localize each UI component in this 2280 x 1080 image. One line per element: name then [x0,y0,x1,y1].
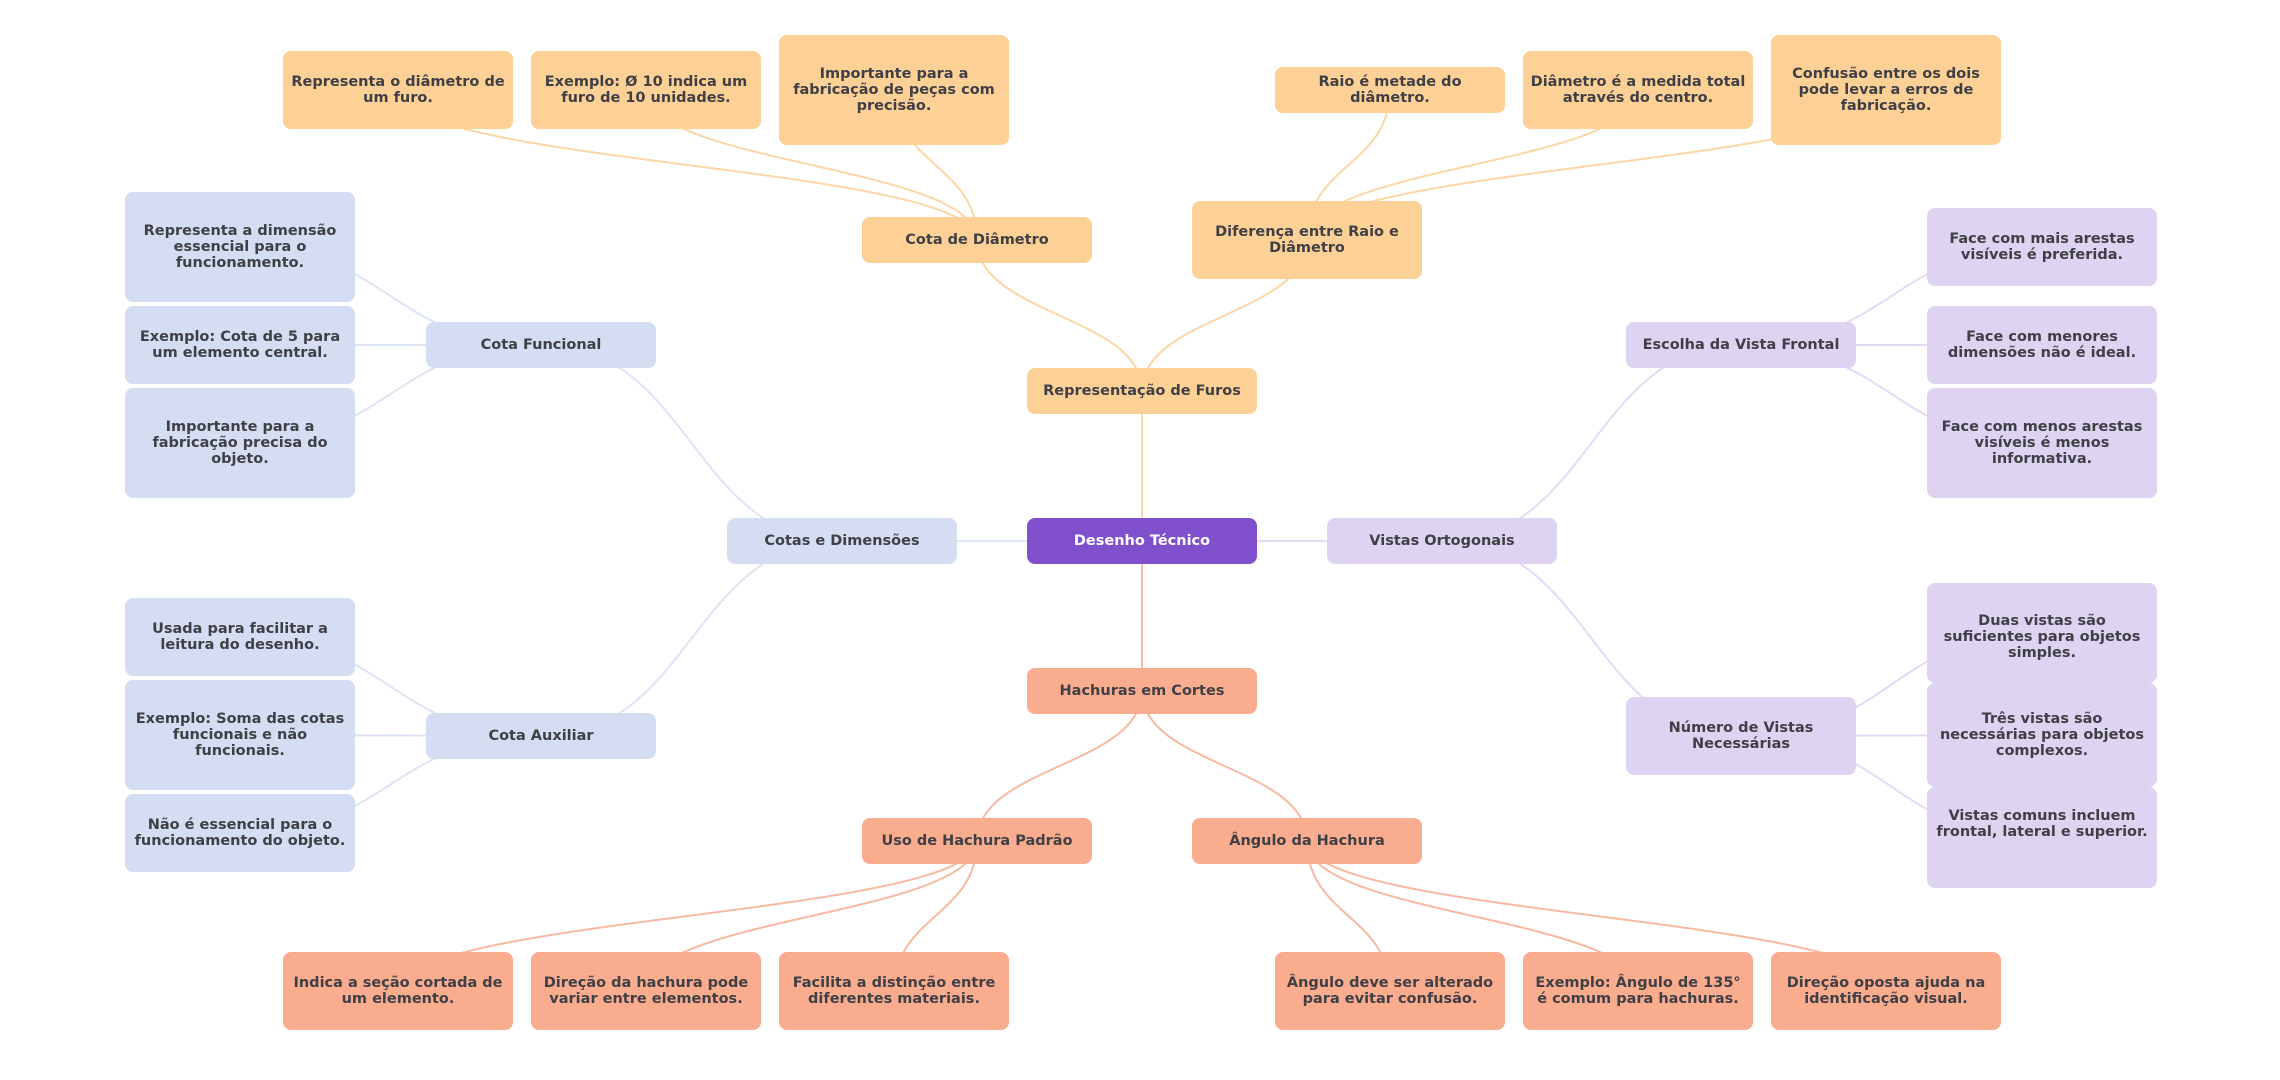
leaf-node[interactable]: Direção da hachura pode variar entre ele… [531,952,761,1030]
leaf-node[interactable]: Vistas comuns incluem frontal, lateral e… [1927,787,2157,888]
leaf-node[interactable]: Usada para facilitar a leitura do desenh… [125,598,355,676]
leaf-node[interactable]: Exemplo: Soma das cotas funcionais e não… [125,680,355,790]
node-angulo-hachura[interactable]: Ângulo da Hachura [1192,818,1422,864]
node-escolha-vista-frontal[interactable]: Escolha da Vista Frontal [1626,322,1856,368]
branch-representacao-furos[interactable]: Representação de Furos [1027,368,1257,414]
root-node[interactable]: Desenho Técnico [1027,518,1257,564]
branch-vistas-ortogonais[interactable]: Vistas Ortogonais [1327,518,1557,564]
leaf-node[interactable]: Facilita a distinção entre diferentes ma… [779,952,1009,1030]
leaf-node[interactable]: Três vistas são necessárias para objetos… [1927,683,2157,787]
leaf-node[interactable]: Exemplo: Cota de 5 para um elemento cent… [125,306,355,384]
connector-cotas-ca [540,540,843,737]
connector-cotas-cf [540,344,843,542]
leaf-node[interactable]: Duas vistas são suficientes para objetos… [1927,583,2157,683]
leaf-node[interactable]: Representa o diâmetro de um furo. [283,51,513,129]
leaf-node[interactable]: Representa a dimensão essencial para o f… [125,192,355,302]
connector-hach-ha [1141,690,1308,842]
leaf-node[interactable]: Ângulo deve ser alterado para evitar con… [1275,952,1505,1030]
connector-hach-hp [976,690,1143,842]
node-numero-vistas[interactable]: Número de Vistas Necessárias [1626,697,1856,775]
node-hachura-padrao[interactable]: Uso de Hachura Padrão [862,818,1092,864]
branch-cotas-dimensoes[interactable]: Cotas e Dimensões [727,518,957,564]
node-cota-diametro[interactable]: Cota de Diâmetro [862,217,1092,263]
leaf-node[interactable]: Exemplo: Ângulo de 135° é comum para hac… [1523,952,1753,1030]
leaf-node[interactable]: Face com menores dimensões não é ideal. [1927,306,2157,384]
leaf-node[interactable]: Raio é metade do diâmetro. [1275,67,1505,113]
connector-vistas-vf [1441,344,1742,542]
leaf-node[interactable]: Exemplo: Ø 10 indica um furo de 10 unida… [531,51,761,129]
leaf-node[interactable]: Diâmetro é a medida total através do cen… [1523,51,1753,129]
leaf-node[interactable]: Não é essencial para o funcionamento do … [125,794,355,872]
leaf-node[interactable]: Face com mais arestas visíveis é preferi… [1927,208,2157,286]
connector-furos-cd [976,239,1143,392]
node-cota-funcional[interactable]: Cota Funcional [426,322,656,368]
leaf-node[interactable]: Face com menos arestas visíveis é menos … [1927,388,2157,498]
branch-hachuras-cortes[interactable]: Hachuras em Cortes [1027,668,1257,714]
leaf-node[interactable]: Confusão entre os dois pode levar a erro… [1771,35,2001,145]
leaf-node[interactable]: Importante para a fabricação precisa do … [125,388,355,498]
node-raio-diametro[interactable]: Diferença entre Raio e Diâmetro [1192,201,1422,279]
leaf-node[interactable]: Indica a seção cortada de um elemento. [283,952,513,1030]
leaf-node[interactable]: Direção oposta ajuda na identificação vi… [1771,952,2001,1030]
node-cota-auxiliar[interactable]: Cota Auxiliar [426,713,656,759]
leaf-node[interactable]: Importante para a fabricação de peças co… [779,35,1009,145]
